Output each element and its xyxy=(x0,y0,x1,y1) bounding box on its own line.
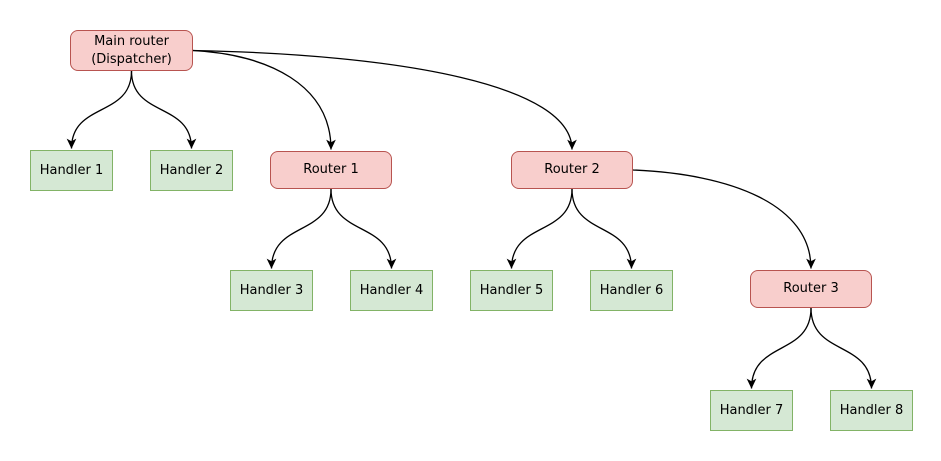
node-handler-6: Handler 6 xyxy=(590,270,673,311)
node-label: Handler 8 xyxy=(839,402,904,418)
edge-main-router-to-router-2 xyxy=(192,49,577,150)
edge-router-2-to-router-3 xyxy=(632,169,816,269)
edge-router-1-to-handler-4 xyxy=(330,188,397,269)
node-handler-1: Handler 1 xyxy=(30,150,113,191)
node-handler-8: Handler 8 xyxy=(830,390,913,431)
node-label: Main router (Dispatcher) xyxy=(91,34,172,67)
node-label: Handler 7 xyxy=(719,402,784,418)
node-label: Handler 2 xyxy=(159,162,224,178)
node-handler-7: Handler 7 xyxy=(710,390,793,431)
node-label: Handler 1 xyxy=(39,162,104,178)
node-label: Handler 4 xyxy=(359,282,424,298)
edge-router-2-to-handler-5 xyxy=(506,188,573,269)
node-router-1: Router 1 xyxy=(270,151,392,189)
edge-router-3-to-handler-8 xyxy=(810,307,877,389)
edge-router-3-to-handler-7 xyxy=(746,307,812,389)
node-main-router: Main router (Dispatcher) xyxy=(70,30,193,71)
node-label: Router 2 xyxy=(544,162,600,178)
node-router-2: Router 2 xyxy=(511,151,633,189)
node-label: Router 1 xyxy=(303,162,359,178)
node-label: Handler 6 xyxy=(599,282,664,298)
node-label: Router 3 xyxy=(783,281,839,297)
node-label: Handler 3 xyxy=(239,282,304,298)
node-router-3: Router 3 xyxy=(750,270,872,308)
node-label: Handler 5 xyxy=(479,282,544,298)
node-handler-4: Handler 4 xyxy=(350,270,433,311)
edge-main-router-to-handler-2 xyxy=(130,70,197,149)
node-handler-2: Handler 2 xyxy=(150,150,233,191)
edge-router-2-to-handler-6 xyxy=(571,188,637,269)
node-handler-3: Handler 3 xyxy=(230,270,313,311)
edge-main-router-to-router-1 xyxy=(192,49,336,150)
node-handler-5: Handler 5 xyxy=(470,270,553,311)
edge-router-1-to-handler-3 xyxy=(266,188,332,269)
edge-main-router-to-handler-1 xyxy=(66,70,133,149)
